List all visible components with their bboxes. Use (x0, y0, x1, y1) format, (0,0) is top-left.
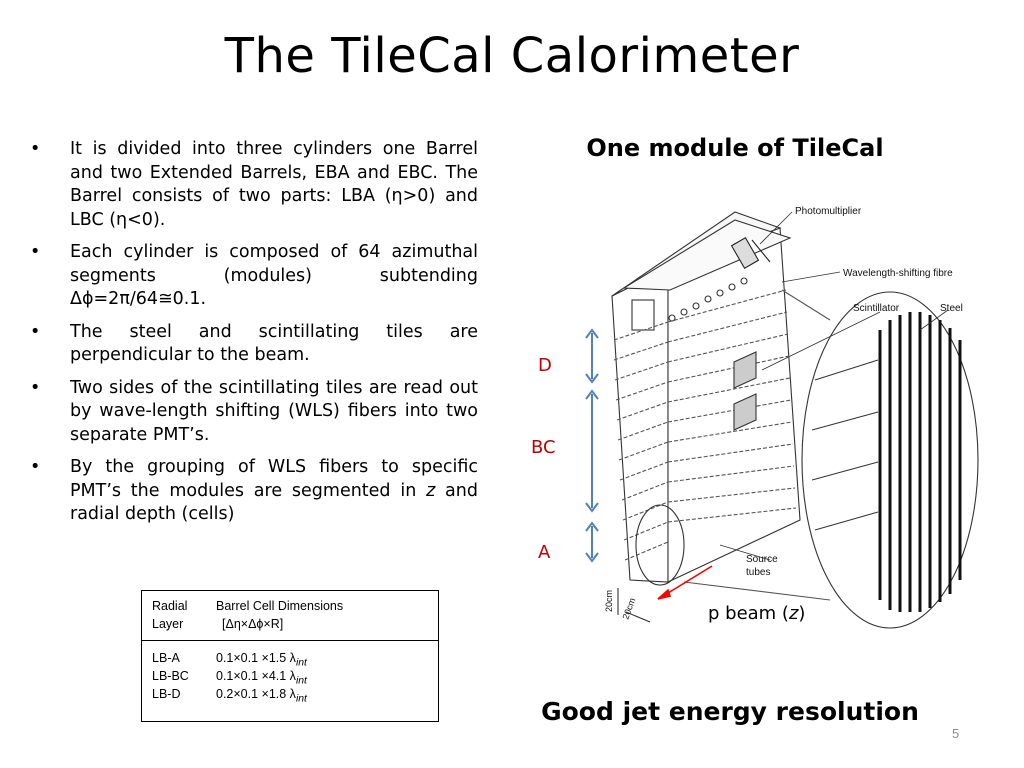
slide-title: The TileCal Calorimeter (224, 28, 800, 84)
scintillator-block (733, 351, 757, 389)
body-col-dimensions: 0.1×0.1 ×1.5 λint 0.1×0.1 ×4.1 λint 0.2×… (216, 649, 307, 705)
bullet-item: • Two sides of the scintillating tiles ar… (30, 377, 478, 448)
dims-subscript: int (295, 675, 307, 687)
dims-subscript: int (295, 693, 307, 705)
magnified-outline (811, 359, 879, 531)
zoom-line-bottom (683, 581, 831, 601)
label-scale-vertical: 20cm (604, 590, 614, 612)
zoom-line-top (781, 289, 831, 321)
bullet-item: • It is divided into three cylinders one … (30, 138, 478, 232)
bullet-item: • Each cylinder is composed of 64 azimuth… (30, 241, 478, 312)
page-number: 5 (952, 726, 960, 741)
arrow-a (585, 521, 599, 563)
steel-block (733, 393, 757, 431)
header-text: [Δη×Δϕ×R] (222, 617, 284, 631)
conclusion-text: Good jet energy resolution (541, 697, 919, 726)
table-cell-dims: 0.2×0.1 ×1.8 λint (216, 685, 307, 705)
bullet-dot: • (30, 139, 41, 159)
dims-subscript: int (295, 657, 307, 669)
body-col-layer: LB-A LB-BC LB-D (152, 649, 189, 703)
label-scale-horizontal: 20cm (620, 597, 637, 621)
header-col-dimensions: Barrel Cell Dimensions [Δη×Δϕ×R] (216, 597, 343, 633)
p-beam-label: p beam (z) (708, 603, 805, 624)
bullet-list: • It is divided into three cylinders one … (30, 138, 478, 536)
header-text: Layer (152, 617, 184, 631)
label-steel: Steel (940, 303, 963, 314)
girder-holes (668, 277, 748, 322)
layer-label-a: A (538, 542, 551, 563)
bullet-text: Two sides of the scintillating tiles are… (70, 377, 478, 445)
photomultiplier-icon (730, 236, 771, 270)
module-title: One module of TileCal (586, 134, 884, 162)
bullet-text: The steel and scintillating tiles are pe… (70, 321, 478, 366)
table-header: Radial Layer Barrel Cell Dimensions [Δη×… (142, 591, 438, 641)
arrow-bc (585, 389, 599, 513)
header-text: Barrel Cell Dimensions (216, 599, 344, 613)
arrow-d (585, 328, 599, 384)
source-tube-highlight (635, 504, 685, 586)
table-cell-layer: LB-A (152, 651, 180, 665)
table-cell-layer: LB-BC (152, 669, 189, 683)
bullet-text: Each cylinder is composed of 64 azimutha… (70, 242, 478, 309)
label-scintillator: Scintillator (853, 303, 900, 314)
magnified-tiles (878, 312, 962, 612)
layer-label-bc: BC (531, 437, 556, 458)
bullet-item: • By the grouping of WLS fibers to specif… (30, 456, 478, 527)
label-pointers (719, 211, 949, 561)
label-source: Source (746, 554, 778, 565)
tile-lines (613, 289, 797, 561)
p-beam-var: z (788, 603, 799, 624)
cell-dimensions-table: Radial Layer Barrel Cell Dimensions [Δη×… (141, 590, 439, 722)
p-beam-suffix: ) (798, 603, 806, 624)
dims-value: 0.1×0.1 ×4.1 λ (216, 669, 296, 683)
bullet-dot: • (30, 377, 41, 398)
header-col-layer: Radial Layer (152, 597, 187, 633)
beam-arrow (657, 565, 713, 600)
dims-value: 0.2×0.1 ×1.8 λ (216, 687, 296, 701)
bullet-dot: • (30, 457, 41, 477)
dims-value: 0.1×0.1 ×1.5 λ (216, 651, 296, 665)
tilecal-module-diagram: Photomultiplier Wavelength-shifting fibr… (585, 206, 979, 629)
label-wls-fibre: Wavelength-shifting fibre (843, 268, 953, 279)
scale-mark (625, 611, 651, 623)
table-cell-dims: 0.1×0.1 ×4.1 λint (216, 667, 307, 687)
label-photomultiplier: Photomultiplier (795, 206, 862, 217)
header-text: Radial (152, 599, 188, 613)
table-cell-dims: 0.1×0.1 ×1.5 λint (216, 649, 307, 669)
bullet-dot: • (30, 321, 41, 342)
bullet-text: It is divided into three cylinders one B… (70, 139, 478, 230)
bullet-item: • The steel and scintillating tiles are p… (30, 321, 478, 368)
p-beam-prefix: p beam ( (708, 603, 789, 624)
girder-block (622, 219, 792, 291)
layer-label-d: D (538, 355, 552, 376)
bullet-text: By the grouping of WLS fibers to specifi… (70, 457, 478, 524)
bullet-dot: • (30, 242, 41, 262)
label-tubes: tubes (746, 567, 770, 578)
table-cell-layer: LB-D (152, 687, 181, 701)
